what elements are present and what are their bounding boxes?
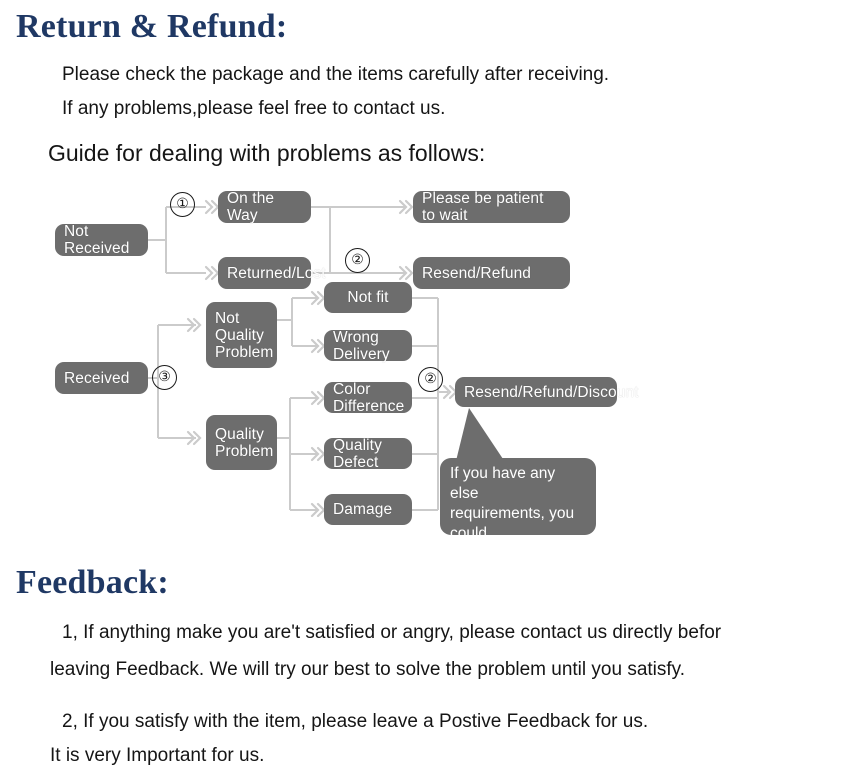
marker-two-bottom: ② [418, 367, 443, 392]
guide-heading: Guide for dealing with problems as follo… [48, 140, 486, 166]
node-not-fit[interactable]: Not fit [324, 282, 412, 313]
feedback-line-1: 1, If anything make you are't satisfied … [62, 622, 722, 643]
node-quality-problem[interactable]: Quality Problem [206, 415, 277, 470]
node-resend-refund-discount[interactable]: Resend/Refund/Discount [455, 377, 638, 407]
node-please-be-patient-to-wait[interactable]: Please be patient to wait [413, 190, 570, 224]
node-resend-refund[interactable]: Resend/Refund [413, 257, 570, 289]
marker-two-top: ② [345, 248, 370, 273]
node-returned-lost[interactable]: Returned/Lost [218, 257, 326, 289]
node-on-the-way[interactable]: On the Way [218, 190, 311, 224]
node-received[interactable]: Received [55, 362, 148, 394]
return-line-1: Please check the package and the items c… [62, 64, 610, 85]
node-color-difference[interactable]: Color Difference [324, 381, 412, 415]
marker-one: ① [170, 192, 195, 217]
node-not-quality-problem[interactable]: Not Quality Problem [206, 302, 277, 368]
page-title-return-refund: Return & Refund: [16, 8, 288, 45]
return-line-2: If any problems,please feel free to cont… [62, 98, 446, 119]
node-quality-defect[interactable]: Quality Defect [324, 437, 412, 471]
feedback-line-4: It is very Important for us. [50, 745, 265, 766]
node-not-received[interactable]: Not Received [55, 223, 148, 257]
flowchart-connectors [148, 199, 505, 518]
marker-three: ③ [152, 365, 177, 390]
feedback-line-3: 2, If you satisfy with the item, please … [62, 711, 649, 732]
node-damage[interactable]: Damage [324, 494, 412, 525]
flowchart: Not Received On the Way Returned/Lost Pl… [0, 180, 850, 562]
feedback-line-2: leaving Feedback. We will try our best t… [50, 659, 686, 680]
callout-bubble: If you have any else requirements, you c… [440, 458, 596, 562]
callout-tail [455, 408, 505, 465]
page-title-feedback: Feedback: [16, 564, 169, 601]
node-wrong-delivery[interactable]: Wrong Delivery [324, 329, 412, 363]
